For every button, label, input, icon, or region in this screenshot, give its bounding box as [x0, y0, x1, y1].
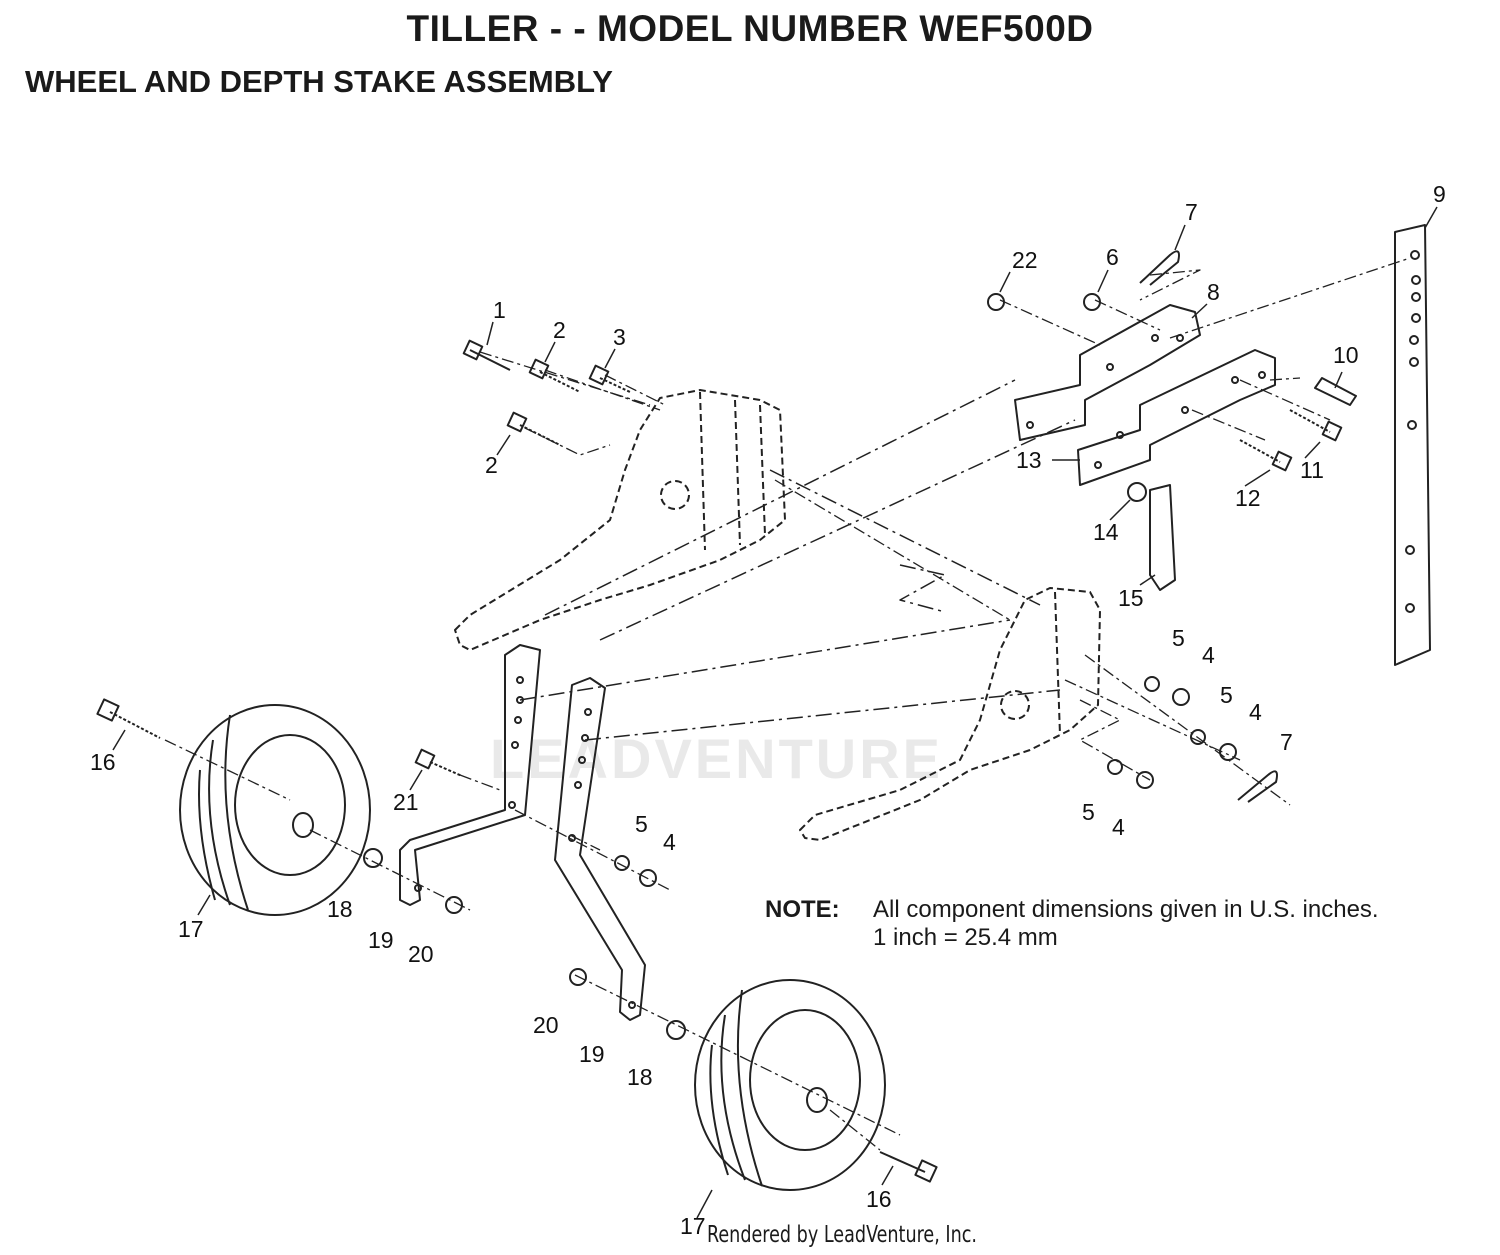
- callout-16a: 16: [90, 749, 116, 775]
- callout-4c: 4: [1112, 814, 1125, 840]
- callout-18b: 18: [627, 1064, 653, 1090]
- callout-18a: 18: [327, 896, 353, 922]
- callout-9: 9: [1433, 181, 1446, 207]
- dimension-note: NOTE: All component dimensions given in U…: [765, 896, 1379, 952]
- wheel-bracket-left: [399, 644, 541, 906]
- callout-19b: 19: [579, 1041, 605, 1067]
- page-title: TILLER - - MODEL NUMBER WEF500D: [406, 8, 1094, 49]
- wheel-left: [179, 704, 371, 916]
- bolts: [96, 339, 1357, 1183]
- callout-10: 10: [1333, 342, 1359, 368]
- stake-clamp-plate-upper: [1014, 304, 1201, 441]
- callout-1: 1: [493, 297, 506, 323]
- callout-15: 15: [1118, 585, 1144, 611]
- callout-22: 22: [1012, 247, 1038, 273]
- callout-5a: 5: [1172, 625, 1185, 651]
- callout-4d: 4: [663, 829, 676, 855]
- stake-clamp-plate-lower: [1077, 349, 1276, 486]
- render-credit: Rendered by LeadVenture, Inc.: [707, 1222, 977, 1248]
- explosion-lines: [164, 257, 1411, 1151]
- wheel-bracket-right: [554, 677, 646, 1021]
- callout-13: 13: [1016, 447, 1042, 473]
- cross-tube: [519, 379, 1076, 741]
- callout-7: 7: [1185, 199, 1198, 225]
- callout-5b: 5: [1220, 682, 1233, 708]
- note-line-1: All component dimensions given in U.S. i…: [873, 896, 1379, 923]
- callout-12: 12: [1235, 485, 1261, 511]
- callout-7b: 7: [1280, 729, 1293, 755]
- callout-leaders: [112, 206, 1438, 1219]
- callout-5c: 5: [1082, 799, 1095, 825]
- callout-14: 14: [1093, 519, 1119, 545]
- hairpin-clips: [1139, 250, 1278, 803]
- depth-stake: [1394, 224, 1431, 666]
- nuts-and-washers: [363, 293, 1237, 1040]
- callout-19a: 19: [368, 927, 394, 953]
- right-frame-bracket: [799, 587, 1101, 841]
- callout-21: 21: [393, 789, 419, 815]
- callout-17a: 17: [178, 916, 204, 942]
- callout-labels: 1 2 3 2 22 6 7 8 9 10 11 12 13 14 15 5 4…: [90, 181, 1446, 1239]
- callout-4b: 4: [1249, 699, 1262, 725]
- callout-16b: 16: [866, 1186, 892, 1212]
- callout-17b: 17: [680, 1213, 706, 1239]
- callout-20b: 20: [533, 1012, 559, 1038]
- wheel-right: [694, 979, 886, 1191]
- stake-lock: [1127, 482, 1176, 591]
- callout-20a: 20: [408, 941, 434, 967]
- callout-5d: 5: [635, 811, 648, 837]
- callout-6: 6: [1106, 244, 1119, 270]
- left-frame-bracket: [454, 389, 786, 651]
- callout-4a: 4: [1202, 642, 1215, 668]
- callout-8: 8: [1207, 279, 1220, 305]
- callout-3: 3: [613, 324, 626, 350]
- note-label: NOTE:: [765, 896, 840, 923]
- callout-11: 11: [1300, 457, 1324, 483]
- assembly-subtitle: WHEEL AND DEPTH STAKE ASSEMBLY: [25, 64, 613, 99]
- note-line-2: 1 inch = 25.4 mm: [873, 924, 1058, 951]
- callout-2: 2: [553, 317, 566, 343]
- callout-2b: 2: [485, 452, 498, 478]
